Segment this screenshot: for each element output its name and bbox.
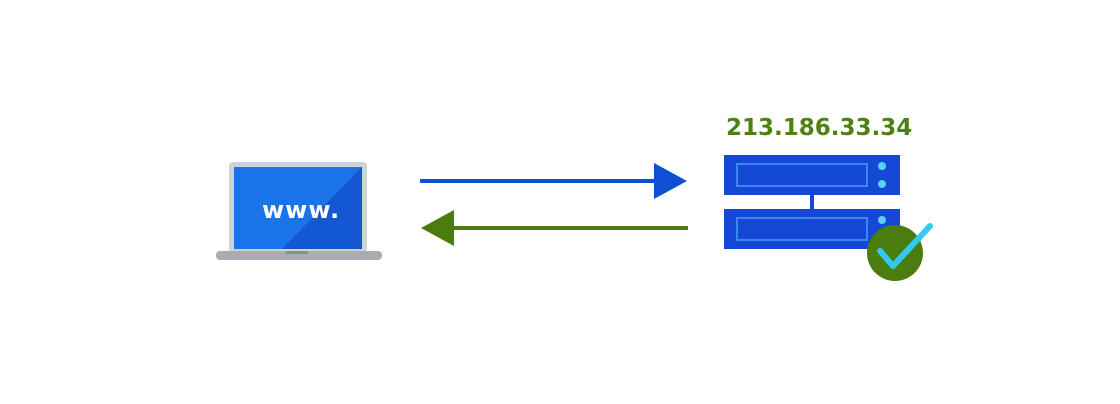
server-icon — [724, 155, 900, 249]
laptop-base — [216, 251, 382, 260]
laptop-screen-shadow — [282, 167, 362, 249]
request-arrow-head — [654, 163, 687, 199]
check-badge-circle — [867, 225, 923, 281]
server-unit-top-led-1 — [878, 162, 886, 170]
check-mark — [877, 223, 933, 269]
request-arrow — [420, 163, 687, 199]
laptop-screen-text: www. — [262, 196, 341, 224]
laptop-hinge — [286, 251, 308, 254]
server-unit-top-panel — [736, 163, 868, 187]
checkmark-icon — [867, 223, 933, 281]
server-unit-top — [724, 155, 900, 195]
server-unit-bottom-led-1 — [878, 216, 886, 224]
laptop-icon — [216, 162, 382, 260]
server-unit-top-led-2 — [878, 180, 886, 188]
response-arrow-head — [421, 210, 454, 246]
server-ip-address: 213.186.33.34 — [726, 115, 913, 141]
server-unit-bottom-panel — [736, 217, 868, 241]
response-arrow — [421, 210, 688, 246]
